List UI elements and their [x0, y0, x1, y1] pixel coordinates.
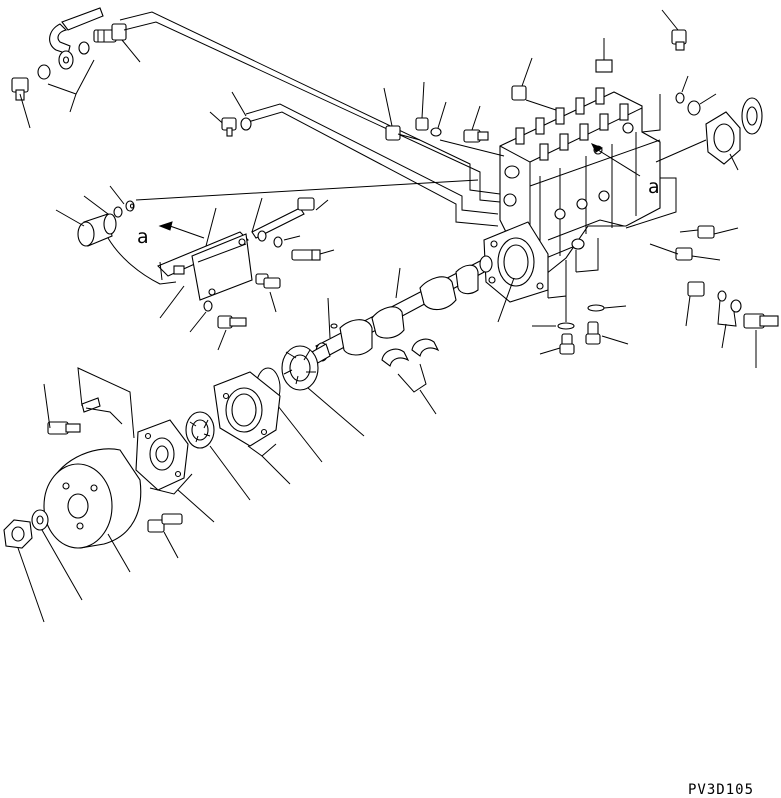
view-marker-a-right: a [648, 176, 660, 198]
pump-bottom-leaders [497, 238, 629, 355]
bolts-left-flange [43, 367, 183, 559]
view-arrow-left [158, 221, 205, 239]
nut-and-washer [3, 509, 83, 623]
bearing [281, 345, 365, 437]
camshaft [311, 255, 493, 365]
drive-flange-plate [135, 419, 215, 523]
injection-pump-body [499, 91, 661, 275]
gear-and-nut-right [641, 75, 763, 171]
delivery-valve-holders [515, 87, 629, 161]
bolts-bracket [159, 249, 335, 351]
view-arrow-right [590, 143, 641, 177]
drive-hub [43, 448, 142, 573]
fuel-pipe-assembly [49, 7, 127, 70]
shims-half-rings [381, 338, 440, 415]
aneroid-sensor [55, 185, 177, 285]
leader-lines-top-left [19, 39, 247, 129]
inner-bearing [185, 411, 251, 501]
bolt-and-washer-upper [221, 117, 252, 137]
pipe-routing-lines [119, 11, 501, 227]
bearing-housing [213, 371, 291, 485]
bolts-right [625, 177, 779, 368]
fittings-top-right [383, 9, 687, 157]
drawing-code: PV3D105 [688, 782, 755, 798]
actuator-bracket [157, 197, 263, 301]
view-marker-a-left: a [137, 226, 149, 248]
pump-flange-plate [483, 221, 549, 303]
wire-connector [251, 197, 329, 248]
